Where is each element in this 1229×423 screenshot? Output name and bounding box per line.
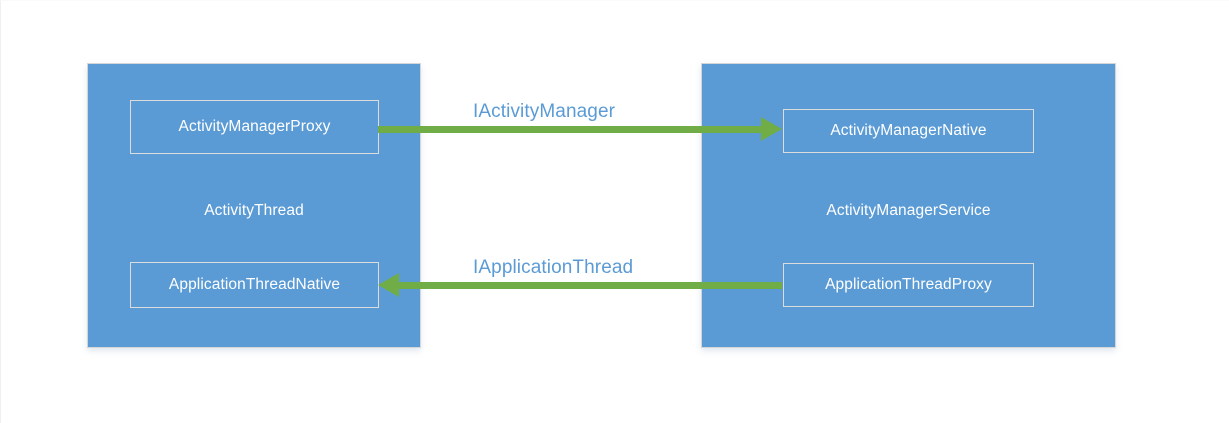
arrow-line	[378, 125, 761, 133]
arrow-iactivitymanager	[378, 117, 782, 141]
box-activity-manager-proxy: ActivityManagerProxy	[130, 100, 379, 154]
arrow-label-iapplicationthread: IApplicationThread	[473, 257, 634, 278]
box-application-thread-native-label: ApplicationThreadNative	[168, 276, 341, 293]
arrow-label-iactivitymanager: IActivityManager	[473, 101, 616, 122]
box-activity-manager-proxy-label: ActivityManagerProxy	[178, 118, 331, 135]
panel-activity-thread-caption: ActivityThread	[204, 202, 304, 219]
box-application-thread-native: ApplicationThreadNative	[130, 262, 379, 308]
arrow-line	[399, 281, 782, 289]
box-activity-manager-native: ActivityManagerNative	[783, 109, 1034, 153]
panel-activity-manager-service: ActivityManagerNative ActivityManagerSer…	[701, 63, 1116, 348]
panel-activity-thread: ActivityManagerProxy ActivityThread Appl…	[87, 63, 421, 348]
arrowhead-left-icon	[378, 273, 399, 297]
box-activity-manager-native-label: ActivityManagerNative	[830, 122, 987, 139]
arrowhead-right-icon	[761, 117, 782, 141]
box-application-thread-proxy: ApplicationThreadProxy	[783, 263, 1034, 307]
panel-activity-manager-service-caption: ActivityManagerService	[826, 202, 991, 219]
arrow-iapplicationthread	[378, 273, 782, 297]
box-application-thread-proxy-label: ApplicationThreadProxy	[825, 276, 992, 293]
